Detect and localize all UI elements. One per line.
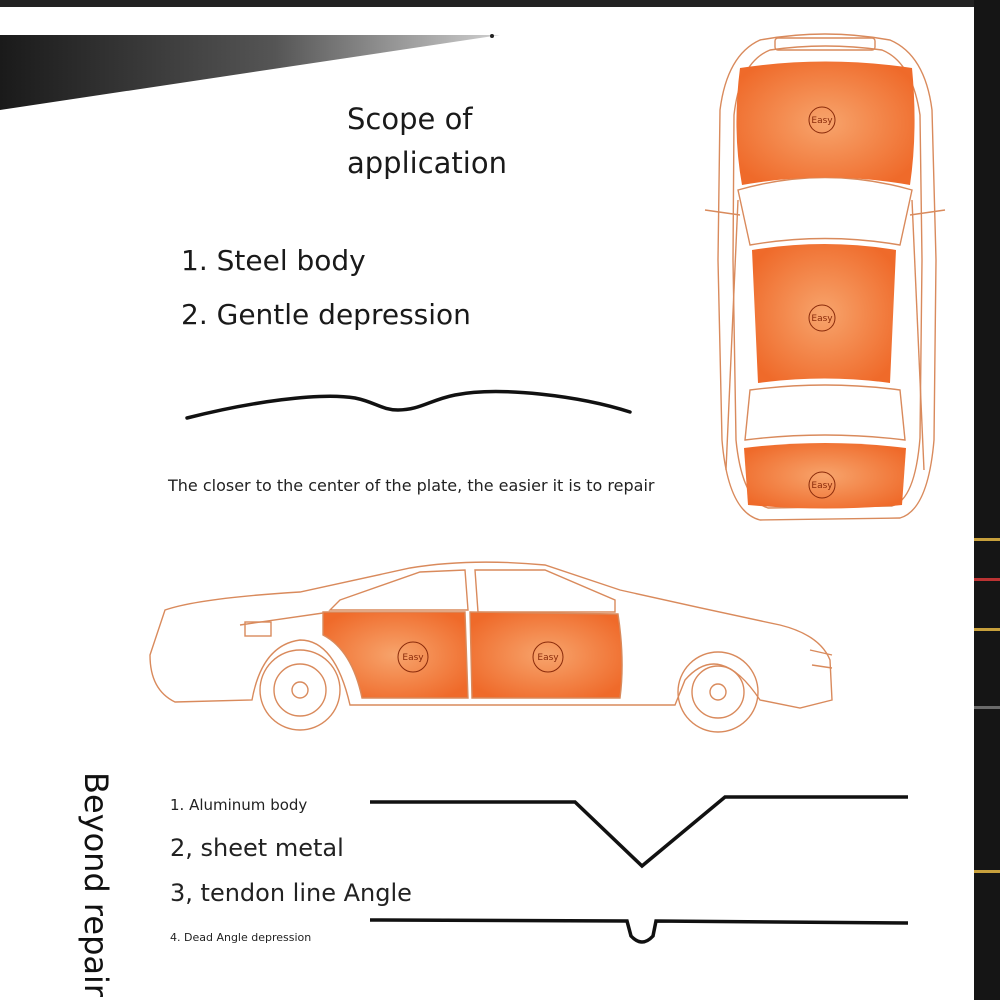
svg-text:Easy: Easy	[811, 314, 833, 324]
easy-badge-front-door: Easy	[397, 641, 429, 673]
top-view-roof-panel	[752, 244, 896, 383]
side-view-front-door-panel	[322, 611, 469, 699]
easy-badge-rear-door: Easy	[532, 641, 564, 673]
frame-right-edge	[974, 0, 1000, 1000]
title-line-1: Scope of	[347, 102, 473, 136]
side-view-rear-door-panel	[469, 611, 623, 699]
svg-text:Easy: Easy	[537, 653, 559, 663]
easy-badge-trunk: Easy	[808, 471, 836, 499]
scope-item-steel-body: 1. Steel body	[181, 244, 366, 277]
easy-badge-hood: Easy	[808, 106, 836, 134]
brush-stroke-decoration	[0, 34, 500, 110]
dead-angle-dent-line	[369, 918, 909, 944]
top-view-hood-panel	[736, 61, 915, 185]
scope-item-gentle-depression: 2. Gentle depression	[181, 298, 471, 331]
beyond-item-sheet-metal: 2, sheet metal	[170, 834, 344, 862]
easy-badge-roof: Easy	[808, 304, 836, 332]
svg-text:Easy: Easy	[402, 653, 424, 663]
car-top-view	[704, 33, 946, 521]
beyond-item-dead-angle: 4. Dead Angle depression	[170, 931, 312, 944]
car-side-view	[149, 561, 833, 733]
gentle-depression-curve	[185, 389, 632, 420]
illustration-layer: Easy Easy Easy Easy Easy	[149, 33, 946, 944]
frame-top-edge	[0, 0, 1000, 7]
svg-text:Easy: Easy	[811, 116, 833, 126]
page-title: Scope of application	[347, 97, 507, 185]
repair-note: The closer to the center of the plate, t…	[168, 476, 655, 495]
beyond-repair-label: Beyond repair	[77, 772, 115, 998]
svg-text:Easy: Easy	[811, 481, 833, 491]
title-line-2: application	[347, 146, 507, 180]
top-view-trunk-panel	[744, 443, 906, 509]
sharp-dent-line	[370, 795, 908, 869]
beyond-item-tendon-line: 3, tendon line Angle	[170, 879, 412, 907]
beyond-item-aluminum-body: 1. Aluminum body	[170, 796, 308, 814]
